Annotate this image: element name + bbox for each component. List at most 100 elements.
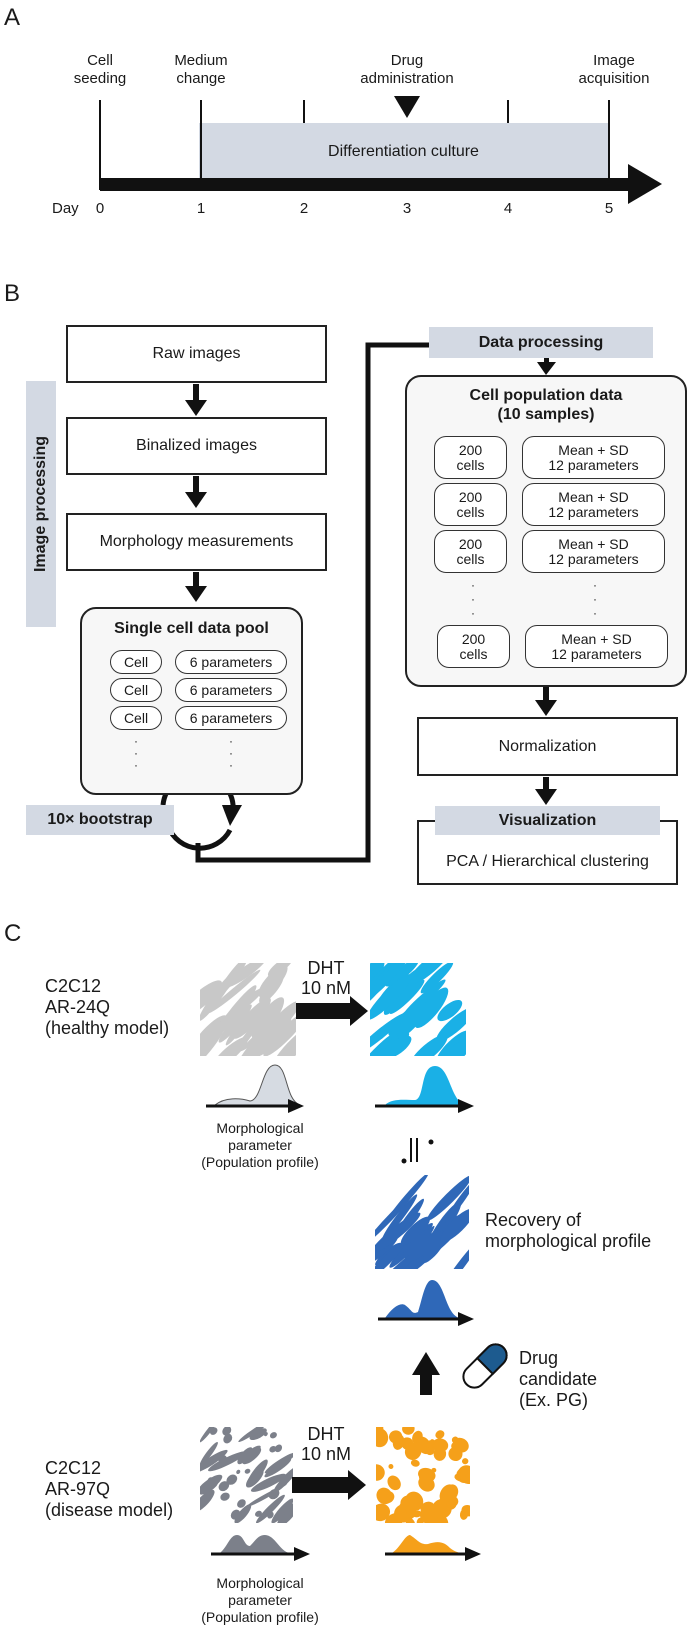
day-tick-label: 1 xyxy=(196,200,206,217)
pool-cell-pill: Cell xyxy=(110,706,162,730)
cell-shape xyxy=(404,1442,422,1460)
cell-shape xyxy=(370,1013,405,1055)
cell-shape xyxy=(376,1428,389,1448)
day-tick-label: 0 xyxy=(95,200,105,217)
cell-shape xyxy=(370,963,410,1001)
cell-shape xyxy=(414,987,449,1029)
cell-shape xyxy=(370,974,412,1020)
arrow-down-icon xyxy=(537,362,556,375)
arrow-down-icon xyxy=(535,700,557,716)
axis-arrow-icon xyxy=(458,1312,474,1326)
cell-shape xyxy=(263,1012,296,1056)
disease-cell-image xyxy=(200,1427,293,1523)
cell-shape xyxy=(388,1464,394,1470)
data-processing-band: Data processing xyxy=(429,327,653,358)
axis-arrow-icon xyxy=(294,1547,310,1561)
cell-shape xyxy=(400,1216,430,1246)
visualization-method: PCA / Hierarchical clustering xyxy=(446,853,649,870)
pool-to-population-connector xyxy=(195,342,429,863)
cell-shape xyxy=(267,963,293,977)
cell-shape xyxy=(431,1467,437,1473)
cell-shape xyxy=(375,1242,405,1269)
cell-shape xyxy=(244,1468,251,1474)
bootstrap-band: 10× bootstrap xyxy=(26,805,174,835)
cell-shape xyxy=(225,1014,250,1046)
cell-shape xyxy=(271,1024,296,1056)
cell-shape xyxy=(385,963,419,987)
differentiation-band xyxy=(199,123,608,187)
cell-shape xyxy=(406,1508,416,1518)
cell-shape xyxy=(256,1494,285,1523)
cell-shape xyxy=(269,1432,277,1439)
cell-shape xyxy=(376,1487,393,1505)
cell-shape xyxy=(246,1445,261,1457)
image-processing-band: Image processing xyxy=(26,381,56,627)
cell-shape xyxy=(236,1469,241,1475)
cell-shape xyxy=(420,963,454,994)
day-tick-label: 5 xyxy=(604,200,614,217)
cell-shape xyxy=(382,1035,412,1056)
treatment-arrow-icon xyxy=(350,996,368,1026)
cell-shape xyxy=(271,1498,293,1523)
cell-shape xyxy=(273,1465,293,1493)
cell-shape xyxy=(461,1458,469,1465)
cell-shape xyxy=(428,1441,434,1446)
cell-shape xyxy=(396,1225,435,1269)
disease-dht-cell-image xyxy=(376,1427,470,1523)
cell-shape xyxy=(200,980,223,1017)
cell-shape xyxy=(208,969,261,1014)
cell-shape xyxy=(389,979,425,1014)
step-raw-images: Raw images xyxy=(66,325,327,383)
pool-cell-pill: Cell xyxy=(110,678,162,702)
pool-ellipsis: · · · xyxy=(229,734,233,772)
cell-shape xyxy=(409,1034,448,1056)
cell-shape xyxy=(402,1427,415,1435)
pool-title: Single cell data pool xyxy=(114,620,269,637)
cell-shape xyxy=(376,1503,391,1522)
cell-shape xyxy=(268,1488,280,1500)
equivalence-icon xyxy=(401,1158,407,1164)
day-tick-label: 4 xyxy=(503,200,513,217)
cell-shape xyxy=(388,1003,423,1036)
treatment-arrow-icon xyxy=(348,1470,366,1500)
pool-cell-pill: Cell xyxy=(110,650,162,674)
cell-shape xyxy=(249,1428,267,1441)
arrow-down-icon xyxy=(185,586,207,602)
axis-arrow-icon xyxy=(465,1547,481,1561)
axis-arrow-icon xyxy=(458,1099,474,1113)
cell-shape xyxy=(200,1427,220,1443)
cell-shape xyxy=(400,1495,416,1511)
cell-shape xyxy=(370,963,385,987)
cell-shape xyxy=(459,1466,470,1485)
cell-shape xyxy=(259,974,284,1004)
healthy-dht-cell-image xyxy=(370,963,466,1056)
cell-shape xyxy=(387,1475,401,1491)
cell-shape xyxy=(234,1504,252,1523)
cell-shape xyxy=(200,1489,215,1513)
disease-profile-curve xyxy=(220,1535,290,1553)
cell-shape xyxy=(432,1438,449,1453)
cell-shape xyxy=(255,1510,262,1517)
drug-arrowhead-icon xyxy=(394,96,420,118)
improvement-arrow-icon xyxy=(412,1352,440,1375)
cell-shape xyxy=(427,1175,469,1221)
cell-shape xyxy=(448,1446,463,1462)
cell-shape xyxy=(392,1434,405,1450)
pool-params-pill: 6 parameters xyxy=(175,650,287,674)
panel-c-letter: C xyxy=(4,920,22,947)
cell-shape xyxy=(222,1427,232,1436)
healthy-profile-curve xyxy=(213,1064,301,1106)
cell-shape xyxy=(218,1481,230,1492)
population-ellipsis: · · · xyxy=(471,578,475,620)
drug-capsule-icon xyxy=(462,1343,508,1389)
cell-shape xyxy=(421,1237,445,1264)
